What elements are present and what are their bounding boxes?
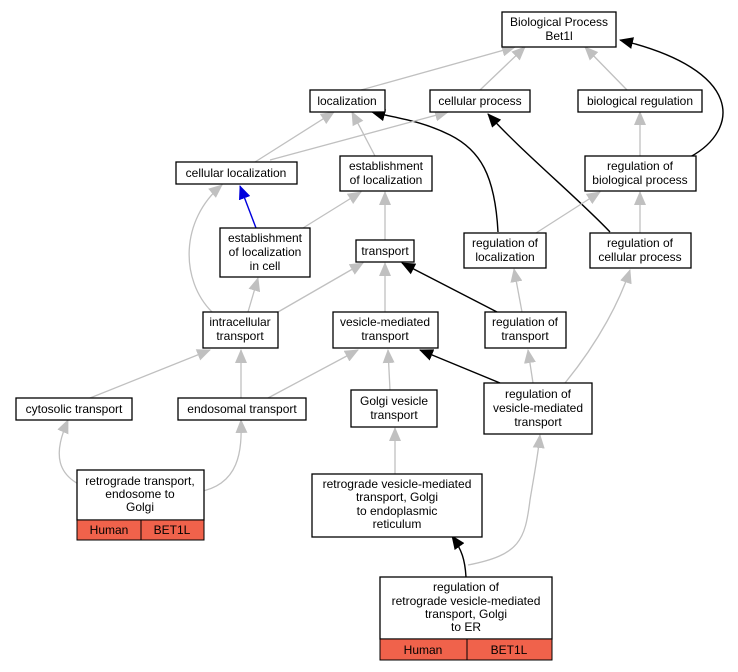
node-regulation-of-cellular-process[interactable]: regulation of cellular process xyxy=(589,232,692,269)
node-label: transport xyxy=(370,408,418,422)
node-regulation-of-retrograde-vesicle-mediated-transport[interactable]: regulation of retrograde vesicle-mediate… xyxy=(379,576,553,640)
node-label: endosomal transport xyxy=(187,402,297,416)
node-endosomal-transport[interactable]: endosomal transport xyxy=(177,397,307,421)
edge-endosomal-to-vesicle-mediated xyxy=(267,349,359,399)
node-label: localization xyxy=(475,250,534,264)
node-label: retrograde vesicle-mediated xyxy=(323,477,472,491)
edge-intracellular-to-transport xyxy=(277,262,364,313)
node-label: cytosolic transport xyxy=(26,402,123,416)
node-localization[interactable]: localization xyxy=(309,89,386,113)
node-label: to endoplasmic xyxy=(357,504,438,518)
node-label: vesicle-mediated xyxy=(340,315,430,329)
node-regulation-of-biological-process[interactable]: regulation of biological process xyxy=(584,155,697,192)
node-label: retrograde vesicle-mediated xyxy=(392,594,541,608)
node-regulation-of-vesicle-mediated-transport[interactable]: regulation of vesicle-mediated transport xyxy=(483,382,593,435)
node-label: transport xyxy=(501,329,549,343)
node-biological-regulation[interactable]: biological regulation xyxy=(577,89,703,113)
node-label: regulation of xyxy=(492,315,559,329)
node-label: regulation of xyxy=(433,580,500,594)
node-label: regulation of xyxy=(505,387,572,401)
node-label: Golgi vesicle xyxy=(360,394,428,408)
edge-est-localization-to-localization xyxy=(351,111,376,157)
edge-reg-vmt-to-reg-transport xyxy=(524,349,536,384)
node-label: endosome to xyxy=(105,487,175,501)
edge-retro-endo-to-endosomal xyxy=(197,419,248,493)
node-label: establishment xyxy=(228,231,303,245)
edge-reg-cellular-process-to-cellular-process xyxy=(487,113,611,233)
edge-est-loc-cell-to-cellular-localization xyxy=(239,185,257,229)
edge-reg-localization-to-reg-bio-process xyxy=(535,191,601,234)
node-label: transport xyxy=(514,415,562,429)
node-cytosolic-transport[interactable]: cytosolic transport xyxy=(15,397,133,421)
node-label: of localization xyxy=(229,245,302,259)
edge-localization-to-bp xyxy=(360,44,516,91)
node-label: to ER xyxy=(451,620,481,634)
node-label: Bet1l xyxy=(545,29,572,43)
edge-biological-regulation-to-bp xyxy=(584,46,628,91)
node-label: transport, Golgi xyxy=(425,607,507,621)
node-golgi-vesicle-transport[interactable]: Golgi vesicle transport xyxy=(350,389,438,428)
node-label: regulation of xyxy=(607,236,674,250)
node-establishment-of-localization-in-cell[interactable]: establishment of localization in cell xyxy=(219,227,311,278)
edge-golgi-vesicle-to-vesicle-mediated xyxy=(382,349,395,391)
edge-cellular-localization-to-localization xyxy=(254,111,335,163)
node-label: in cell xyxy=(250,259,281,273)
edge-cytosolic-to-intracellular xyxy=(89,349,211,399)
node-label: cellular process xyxy=(438,94,521,108)
node-regulation-of-localization[interactable]: regulation of localization xyxy=(463,232,547,269)
node-label: biological regulation xyxy=(587,94,693,108)
node-label: regulation of xyxy=(472,236,539,250)
gene-tag: BET1L xyxy=(154,523,191,537)
node-label: Biological Process xyxy=(510,15,608,29)
edge-intracellular-to-cellular-localization xyxy=(188,184,223,313)
node-regulation-of-transport[interactable]: regulation of transport xyxy=(484,311,567,349)
node-label: biological process xyxy=(592,173,687,187)
node-label: transport xyxy=(361,329,409,343)
edge-est-loc-cell-to-est-loc xyxy=(302,191,362,229)
node-label: transport xyxy=(361,244,409,258)
node-label: vesicle-mediated xyxy=(493,401,583,415)
node-biological-process[interactable]: Biological Process Bet1l xyxy=(501,11,617,48)
node-label: of localization xyxy=(350,173,423,187)
tag-row-regulation-retrograde: Human BET1L xyxy=(379,638,553,661)
node-label: establishment xyxy=(349,159,424,173)
edges xyxy=(57,37,724,578)
edge-reg-vmt-to-vesicle-mediated xyxy=(419,349,501,384)
node-label: reticulum xyxy=(373,517,422,531)
node-transport[interactable]: transport xyxy=(355,239,415,263)
node-retrograde-transport-endosome-to-golgi[interactable]: retrograde transport, endosome to Golgi xyxy=(76,469,205,521)
edge-intracellular-to-est-loc-cell xyxy=(247,277,261,313)
node-label: cellular process xyxy=(598,250,681,264)
node-label: intracellular xyxy=(209,315,270,329)
node-retrograde-vesicle-mediated-transport[interactable]: retrograde vesicle-mediated transport, G… xyxy=(311,473,483,538)
edge-reg-transport-to-reg-localization xyxy=(510,268,523,313)
edge-cellular-process-to-bp xyxy=(479,46,526,91)
edge-reg-vmt-to-reg-cellular-process xyxy=(564,269,632,384)
node-label: localization xyxy=(317,94,376,108)
tag-row-retrograde-endosome: Human BET1L xyxy=(76,519,205,541)
node-label: transport xyxy=(216,329,264,343)
edge-reg-retro-to-reg-vmt xyxy=(467,434,545,566)
node-label: regulation of xyxy=(607,159,674,173)
node-intracellular-transport[interactable]: intracellular transport xyxy=(202,311,279,349)
node-label: retrograde transport, xyxy=(85,474,194,488)
edge-reg-retro-to-retro-vmt xyxy=(451,535,467,578)
node-cellular-process[interactable]: cellular process xyxy=(429,89,531,113)
edge-reg-localization-to-localization xyxy=(371,109,499,233)
node-cellular-localization[interactable]: cellular localization xyxy=(175,161,298,185)
node-label: transport, Golgi xyxy=(356,490,438,504)
gene-tag: BET1L xyxy=(491,643,528,657)
node-label: cellular localization xyxy=(186,166,287,180)
node-vesicle-mediated-transport[interactable]: vesicle-mediated transport xyxy=(332,311,439,349)
edge-reg-transport-to-transport xyxy=(401,262,498,313)
edge-cellular-localization-to-cellular-process xyxy=(269,109,449,161)
species-tag: Human xyxy=(404,643,443,657)
edge-reg-bio-process-to-bp xyxy=(619,37,724,158)
node-establishment-of-localization[interactable]: establishment of localization xyxy=(339,155,433,192)
species-tag: Human xyxy=(90,523,129,537)
node-label: Golgi xyxy=(126,500,154,514)
